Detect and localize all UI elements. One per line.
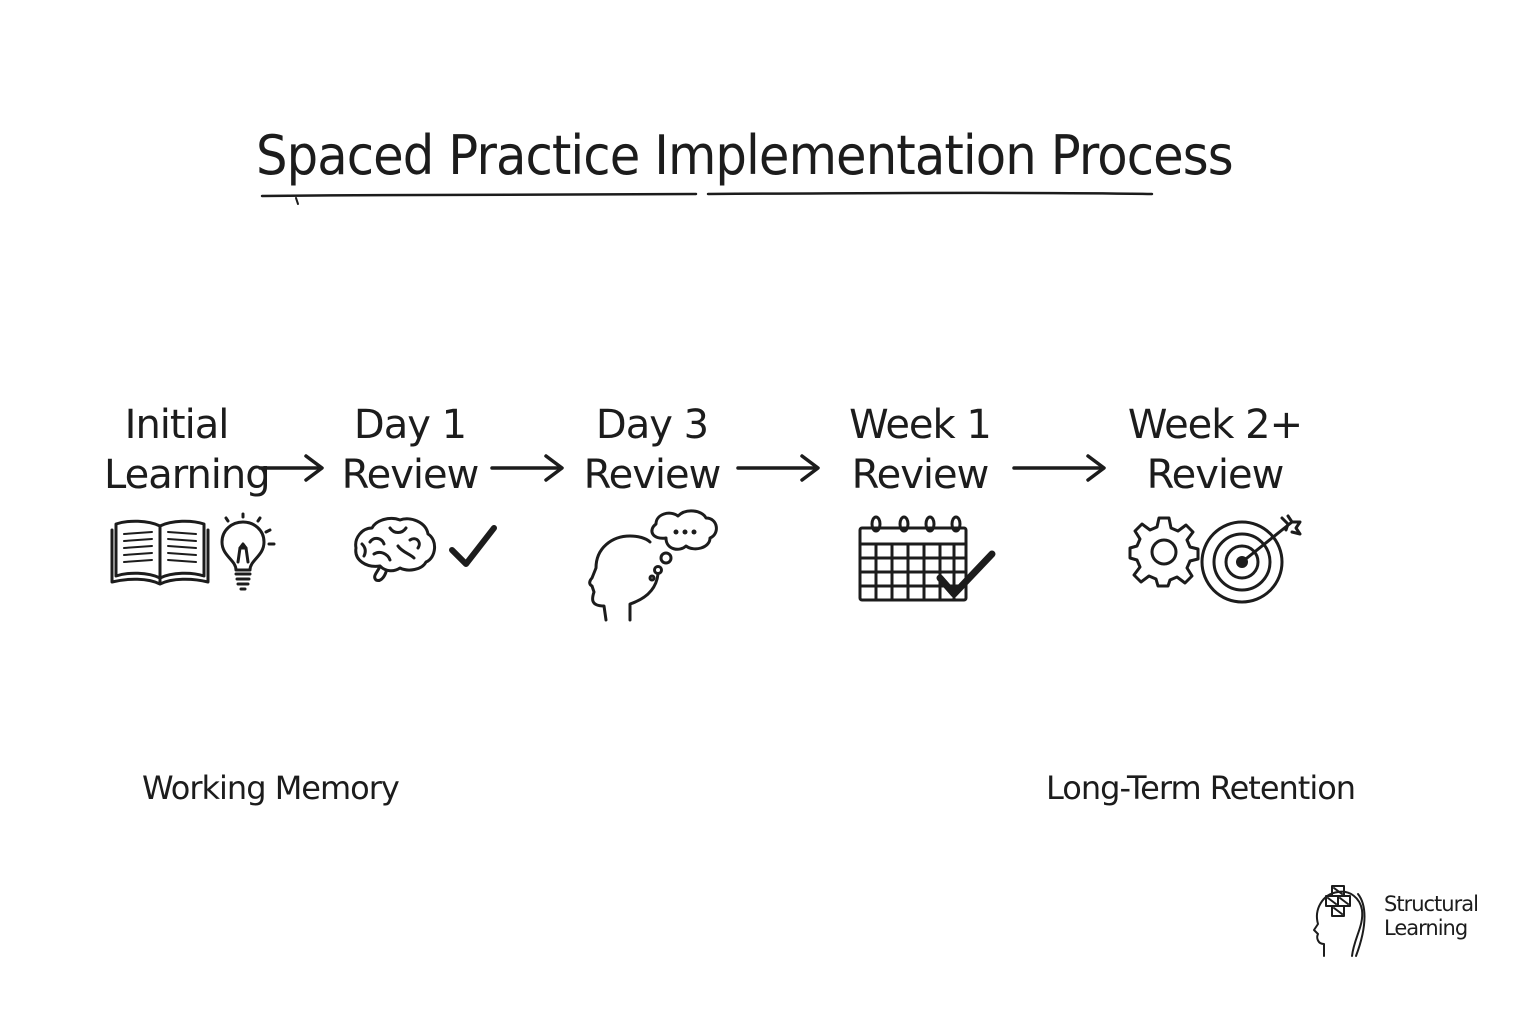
target-arrow-icon: [1200, 514, 1302, 604]
step-line1: Day 1: [353, 402, 467, 448]
step-line2: Review: [1146, 452, 1285, 498]
lightbulb-icon: [220, 512, 276, 591]
logo-text: Structural Learning: [1384, 892, 1479, 940]
head-thought-bubble-icon: [588, 509, 718, 622]
step-line2: Review: [851, 452, 990, 498]
arrow-2: [490, 454, 564, 482]
step-line1: Day 3: [595, 402, 709, 448]
step-day1-review: Day 1 Review: [340, 400, 480, 500]
brain-icon: [354, 516, 436, 582]
checkmark-icon: [449, 525, 497, 567]
step-line2: Review: [583, 452, 722, 498]
step-line1: Initial: [124, 402, 230, 448]
diagram-title: Spaced Practice Implementation Process: [256, 124, 1234, 187]
step-line1: Week 1: [849, 402, 992, 448]
structural-learning-logo: Structural Learning: [1310, 882, 1490, 962]
step-line1: Week 2+: [1127, 402, 1303, 448]
logo-line1: Structural: [1384, 892, 1479, 916]
open-book-icon: [110, 519, 210, 586]
step-day3-review: Day 3 Review: [582, 400, 722, 500]
working-memory-label: Working Memory: [142, 769, 400, 807]
arrow-3: [736, 454, 820, 482]
arrow-4: [1012, 454, 1106, 482]
step-week1-review: Week 1 Review: [840, 400, 1000, 500]
calendar-check-icon: [858, 515, 996, 602]
arrow-1: [258, 454, 324, 482]
head-puzzle-icon: [1313, 885, 1366, 957]
long-term-retention-label: Long-Term Retention: [1046, 769, 1356, 807]
title-underline: [260, 191, 1154, 205]
step-line2: Review: [341, 452, 480, 498]
logo-line2: Learning: [1384, 916, 1468, 940]
gear-icon: [1128, 516, 1200, 588]
step-line2: Learning: [104, 452, 271, 498]
step-week2plus-review: Week 2+ Review: [1120, 400, 1310, 500]
step-initial-learning: Initial Learning: [104, 400, 271, 500]
